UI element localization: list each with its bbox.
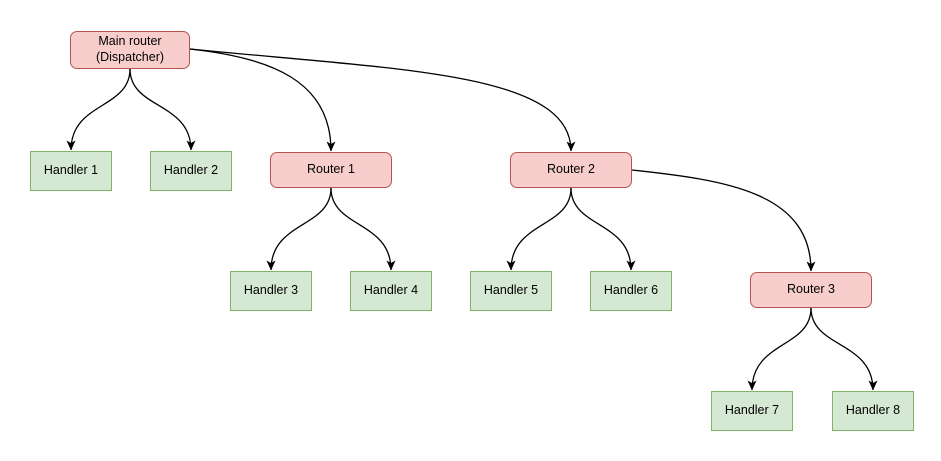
edge-r3-to-h8 [810,307,878,391]
node-handler-5: Handler 5 [470,271,552,311]
node-handler-8: Handler 8 [832,391,914,431]
edge-r2-to-h6 [570,187,636,271]
node-handler-3: Handler 3 [230,271,312,311]
edge-r1-to-h3 [266,187,332,271]
node-handler-4: Handler 4 [350,271,432,311]
edge-main-to-r1 [189,48,336,152]
edge-main-to-h1 [66,68,131,151]
node-handler-1: Handler 1 [30,151,112,191]
edge-main-to-r2 [189,48,576,152]
edge-r2-to-h5 [506,187,572,271]
node-router-1: Router 1 [270,152,392,188]
edge-main-to-h2 [129,68,196,151]
node-router-2: Router 2 [510,152,632,188]
edge-r3-to-h7 [747,307,812,391]
edge-r1-to-h4 [330,187,396,271]
node-main-router: Main router (Dispatcher) [70,31,190,69]
node-handler-6: Handler 6 [590,271,672,311]
node-router-3: Router 3 [750,272,872,308]
node-handler-7: Handler 7 [711,391,793,431]
node-handler-2: Handler 2 [150,151,232,191]
edge-r2-to-r3 [631,169,816,272]
